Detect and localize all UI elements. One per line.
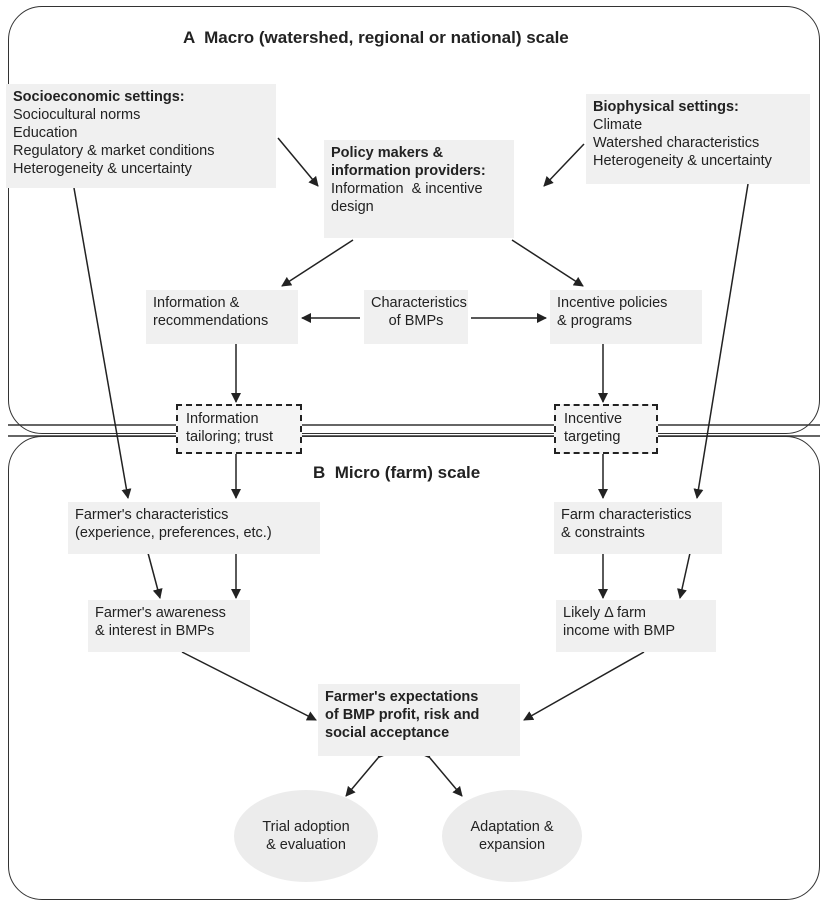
adaptation-line: expansion — [478, 837, 546, 853]
expectations-line: social acceptance — [325, 725, 450, 741]
trial-line: & evaluation — [266, 837, 346, 853]
information-tailoring-box: Information tailoring; trust — [176, 404, 302, 454]
farmers-awareness-box: Farmer's awareness & interest in BMPs — [88, 600, 250, 652]
targeting-line: Incentive — [564, 411, 623, 427]
awareness-line: Farmer's awareness — [95, 605, 226, 621]
socioeconomic-line: Education — [13, 125, 78, 141]
adaptation-line: Adaptation & — [470, 819, 554, 835]
arrow-biophysical-to-farm — [693, 183, 749, 499]
farm-income-box: Likely Δ farm income with BMP — [556, 600, 716, 652]
arrow-farm-to-income-right — [677, 552, 691, 599]
socioeconomic-line: Heterogeneity & uncertainty — [13, 161, 192, 177]
arrow-expectations-adaptation — [420, 747, 463, 797]
policy-heading: Policy makers & — [331, 145, 444, 161]
income-line: income with BMP — [563, 623, 676, 639]
tailoring-line: Information — [186, 411, 259, 427]
targeting-line: targeting — [564, 429, 621, 445]
socioeconomic-line: Sociocultural norms — [13, 107, 141, 123]
bmp-characteristics-line: Characteristics — [371, 295, 467, 311]
farmers-expectations-box: Farmer's expectations of BMP profit, ris… — [318, 684, 520, 756]
farmers-characteristics-box: Farmer's characteristics (experience, pr… — [68, 502, 320, 554]
arrow-socioeconomic-to-farmer — [73, 187, 132, 499]
biophysical-line: Watershed characteristics — [593, 135, 760, 151]
farm-char-line: Farm characteristics — [561, 507, 692, 523]
information-line: recommendations — [153, 313, 269, 329]
adaptation-expansion-ellipse: Adaptation & expansion — [442, 790, 582, 882]
incentive-targeting-box: Incentive targeting — [554, 404, 658, 454]
incentive-policies-box: Incentive policies & programs — [550, 290, 702, 344]
arrow-policy-to-information — [281, 239, 354, 287]
biophysical-settings-box: Biophysical settings: Climate Watershed … — [586, 94, 810, 184]
trial-adoption-ellipse: Trial adoption & evaluation — [234, 790, 378, 882]
socioeconomic-line: Regulatory & market conditions — [13, 143, 215, 159]
farmer-char-line: (experience, preferences, etc.) — [75, 525, 272, 541]
arrow-expectations-trial — [345, 747, 388, 797]
income-line: Likely Δ farm — [563, 605, 647, 621]
socioeconomic-heading: Socioeconomic settings: — [13, 89, 185, 105]
trial-line: Trial adoption — [262, 819, 350, 835]
farm-characteristics-box: Farm characteristics & constraints — [554, 502, 722, 554]
channel-lines — [8, 424, 820, 437]
policy-heading: information providers: — [331, 163, 486, 179]
arrow-farmer-to-awareness-left — [147, 552, 163, 599]
incentive-policies-line: & programs — [557, 313, 632, 329]
biophysical-line: Climate — [593, 117, 643, 133]
arrow-biophysical-to-policy — [543, 143, 585, 187]
socioeconomic-settings-box: Socioeconomic settings: Sociocultural no… — [6, 84, 276, 188]
arrow-socioeconomic-to-policy — [277, 137, 319, 187]
macro-scale-title: A Macro (watershed, regional or national… — [183, 28, 569, 47]
bmp-characteristics-line: of BMPs — [388, 313, 444, 329]
biophysical-line: Heterogeneity & uncertainty — [593, 153, 772, 169]
incentive-policies-line: Incentive policies — [557, 295, 668, 311]
policy-makers-box: Policy makers & information providers: I… — [324, 140, 514, 238]
awareness-line: & interest in BMPs — [95, 623, 215, 639]
micro-scale-title: B Micro (farm) scale — [313, 463, 481, 482]
policy-text: Information & incentive design — [331, 181, 487, 215]
tailoring-line: tailoring; trust — [186, 429, 274, 445]
arrow-awareness-to-expectations — [181, 651, 317, 721]
expectations-line: of BMP profit, risk and — [325, 707, 480, 723]
information-recommendations-box: Information & recommendations — [146, 290, 298, 344]
expectations-line: Farmer's expectations — [325, 689, 479, 705]
bmp-characteristics-box: Characteristics of BMPs — [364, 290, 468, 344]
farm-char-line: & constraints — [561, 525, 645, 541]
farmer-char-line: Farmer's characteristics — [75, 507, 229, 523]
information-line: Information & — [153, 295, 240, 311]
biophysical-heading: Biophysical settings: — [593, 99, 739, 115]
arrow-income-to-expectations — [523, 651, 645, 721]
arrow-policy-to-incentive — [511, 239, 584, 287]
